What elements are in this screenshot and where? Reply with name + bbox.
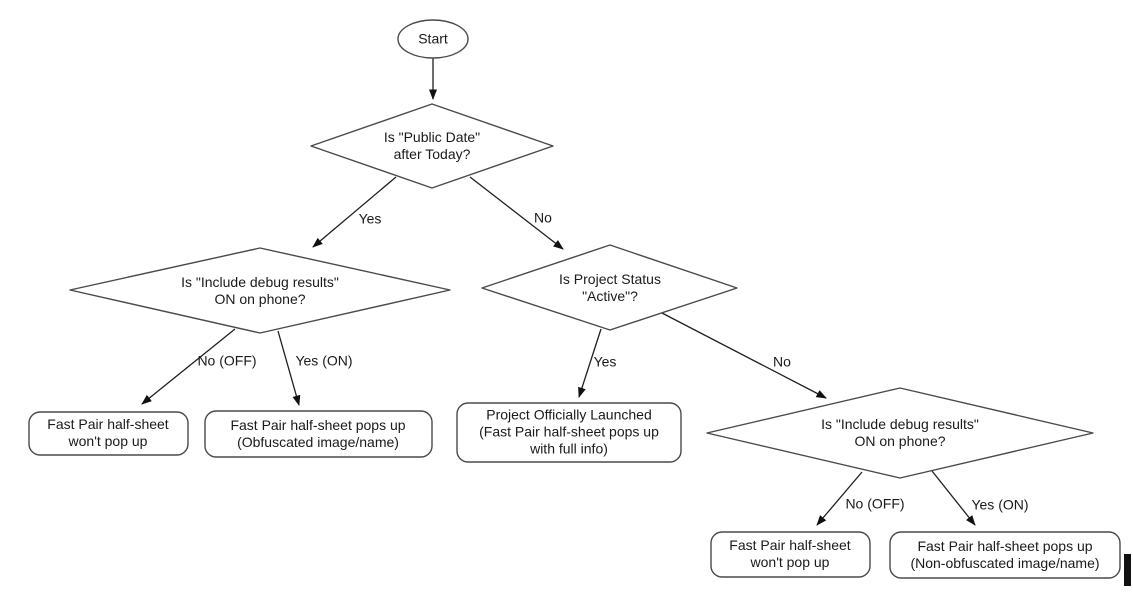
- edge-public-date-yes: [312, 176, 397, 248]
- decision-public-date-shape: [310, 103, 554, 189]
- terminal-launched-shape: [456, 402, 682, 463]
- terminal-wont-popup-left-shape: [28, 411, 189, 456]
- decision-project-status-shape: [481, 244, 738, 331]
- terminal-non-obfuscated-shape: [889, 531, 1121, 579]
- edge-debug-left-yes-on: [277, 330, 301, 406]
- edge-public-date-no: [469, 176, 564, 250]
- terminal-obfuscated-shape: [204, 410, 433, 458]
- edge-debug-left-no-off: [141, 328, 236, 405]
- start-node-shape: [397, 19, 469, 59]
- decision-debug-right-shape: [706, 387, 1094, 479]
- edge-project-status-no: [661, 312, 827, 399]
- edge-debug-right-no-off: [816, 471, 863, 526]
- decision-debug-left-shape: [69, 247, 451, 334]
- edge-debug-right-yes-on: [931, 470, 976, 526]
- text-caret: [1124, 554, 1131, 586]
- edge-project-status-yes: [578, 328, 602, 398]
- terminal-wont-popup-right-shape: [710, 531, 871, 578]
